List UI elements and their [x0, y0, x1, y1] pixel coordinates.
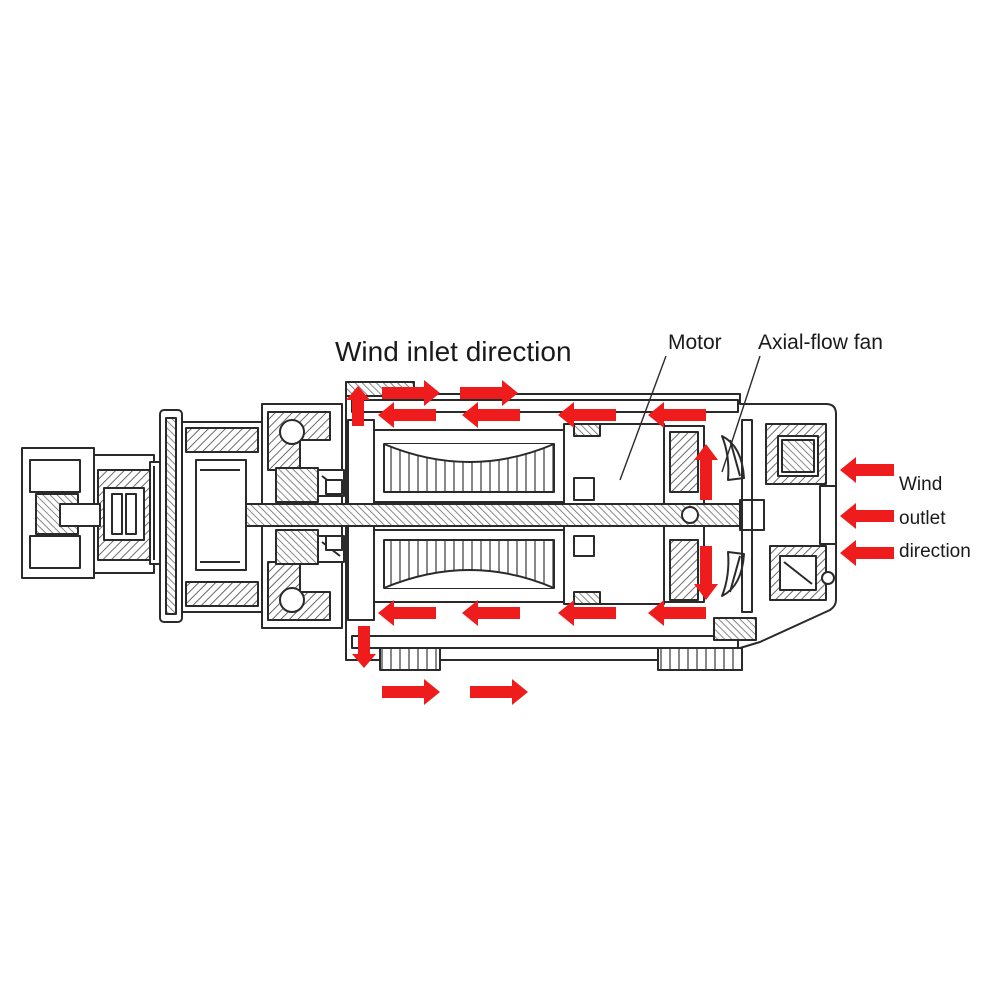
- arrow-left-icon: [558, 402, 616, 428]
- axial-flow-fan: [721, 419, 753, 613]
- arrow-left-icon: [840, 457, 894, 483]
- arrow-left-icon: [378, 600, 436, 626]
- wind-outlet-label-line3: direction: [899, 541, 971, 562]
- arrow-down-icon: [352, 626, 376, 668]
- arrow-up-icon: [346, 386, 370, 426]
- shaft: [245, 499, 765, 531]
- airflow-arrows: [346, 380, 894, 705]
- wind-outlet-label-line2: outlet: [899, 508, 946, 529]
- arrow-right-icon: [470, 679, 528, 705]
- arrow-left-icon: [648, 600, 706, 626]
- wind-inlet-label: Wind inlet direction: [335, 336, 572, 367]
- arrow-up-icon: [694, 444, 718, 500]
- arrow-left-icon: [648, 402, 706, 428]
- gear-head: [21, 447, 169, 579]
- arrow-left-icon: [558, 600, 616, 626]
- axial-flow-fan-label: Axial-flow fan: [758, 331, 883, 354]
- arrow-left-icon: [378, 402, 436, 428]
- arrow-left-icon: [840, 503, 894, 529]
- arrow-left-icon: [462, 600, 520, 626]
- end-cap: [713, 423, 837, 641]
- motor-leader-line: [619, 355, 667, 481]
- arrow-left-icon: [462, 402, 520, 428]
- motor-label: Motor: [668, 331, 722, 354]
- wind-outlet-label-line1: Wind: [899, 474, 943, 495]
- flange: [159, 409, 183, 623]
- arrow-right-icon: [460, 380, 518, 406]
- arrow-right-icon: [382, 380, 440, 406]
- fan-leader-line: [721, 355, 761, 473]
- arrow-left-icon: [840, 540, 894, 566]
- arrow-right-icon: [382, 679, 440, 705]
- arrow-down-icon: [694, 546, 718, 600]
